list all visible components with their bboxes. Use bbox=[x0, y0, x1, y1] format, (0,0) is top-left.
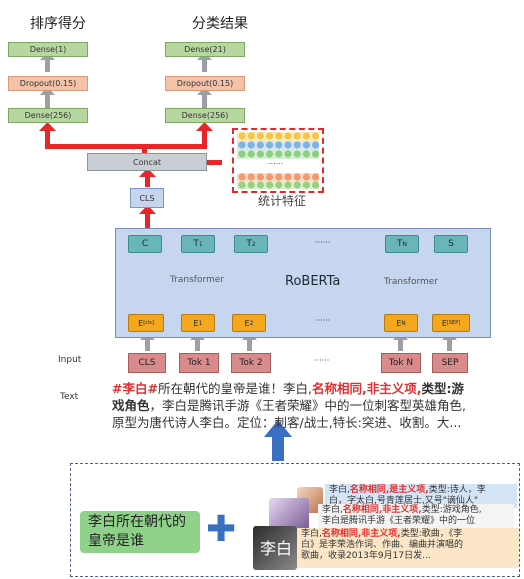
embedding-sep: E[SEP] bbox=[432, 314, 470, 332]
feature-dot bbox=[266, 173, 274, 181]
feature-dot bbox=[275, 181, 283, 189]
plus-icon: ✚ bbox=[206, 509, 237, 550]
input-token-n: Tok N bbox=[381, 353, 421, 373]
dropout-left-box: Dropout(0.15) bbox=[8, 76, 88, 91]
feature-dot bbox=[256, 181, 264, 189]
input-text-paragraph: #李白#所在朝代的皇帝是谁！李白,名称相同,非主义项,类型:游 戏角色，李白是腾… bbox=[112, 381, 466, 430]
dropout-right-box: Dropout(0.15) bbox=[165, 76, 245, 91]
classify-result-heading: 分类结果 bbox=[192, 16, 248, 32]
feature-dot bbox=[312, 181, 320, 189]
feature-dot bbox=[293, 132, 301, 140]
input-token-sep: SEP bbox=[432, 353, 468, 373]
input-ellipsis: ······ bbox=[314, 356, 330, 365]
embedding-cls: E[cls] bbox=[128, 314, 164, 332]
feature-dot bbox=[293, 173, 301, 181]
statistic-features-label: 统计特征 bbox=[258, 194, 307, 208]
feature-dot bbox=[302, 132, 310, 140]
query-box: 李白所在朝代的皇帝是谁 bbox=[80, 511, 200, 553]
input-token-1: Tok 1 bbox=[179, 353, 219, 373]
statistic-feature-dots bbox=[237, 132, 320, 189]
feature-dot bbox=[312, 150, 320, 158]
feature-dot bbox=[302, 181, 310, 189]
candidate-card-3: 李白,名称相同,非主义项,类型:歌曲，《李白》是李荣浩作词、作曲、编曲并演唱的歌… bbox=[297, 528, 519, 568]
feature-dot bbox=[275, 132, 283, 140]
feature-dot bbox=[256, 132, 264, 140]
dense-256-left-box: Dense(256) bbox=[8, 108, 88, 123]
feature-dot bbox=[266, 181, 274, 189]
feature-dot bbox=[266, 150, 274, 158]
feature-dot bbox=[266, 141, 274, 149]
dense-256-right-box: Dense(256) bbox=[165, 108, 245, 123]
statistic-ellipsis: ...... bbox=[268, 157, 284, 166]
feature-dot bbox=[284, 150, 292, 158]
feature-dot bbox=[247, 173, 255, 181]
feature-dot bbox=[312, 141, 320, 149]
embedding-ellipsis: ······ bbox=[315, 316, 331, 325]
dense-1-box: Dense(1) bbox=[8, 42, 88, 57]
feature-dot bbox=[247, 132, 255, 140]
transformer-right-label: Transformer bbox=[384, 277, 439, 287]
feature-dot bbox=[312, 173, 320, 181]
feature-dot bbox=[256, 150, 264, 158]
feature-dot bbox=[302, 141, 310, 149]
statistic-features-box: ...... bbox=[232, 128, 324, 193]
roberta-label: RoBERTa bbox=[285, 274, 341, 289]
output-token-s: S bbox=[434, 235, 468, 253]
feature-dot bbox=[275, 141, 283, 149]
feature-dot bbox=[284, 181, 292, 189]
feature-dot bbox=[247, 150, 255, 158]
text-label: Text bbox=[60, 392, 79, 402]
feature-dot bbox=[238, 181, 246, 189]
feature-dot bbox=[293, 181, 301, 189]
feature-dot bbox=[284, 173, 292, 181]
feature-dot bbox=[247, 181, 255, 189]
transformer-left-label: Transformer bbox=[170, 275, 225, 285]
feature-dot bbox=[312, 132, 320, 140]
feature-dot bbox=[256, 173, 264, 181]
feature-dot bbox=[238, 132, 246, 140]
roberta-block bbox=[115, 228, 491, 338]
dense-21-box: Dense(21) bbox=[165, 42, 245, 57]
input-label: Input bbox=[58, 355, 82, 365]
rank-score-heading: 排序得分 bbox=[30, 16, 86, 32]
feature-dot bbox=[238, 173, 246, 181]
card3-avatar: 李白 bbox=[253, 526, 297, 570]
concat-box: Concat bbox=[87, 153, 207, 171]
feature-dot bbox=[284, 132, 292, 140]
input-token-2: Tok 2 bbox=[231, 353, 271, 373]
feature-dot bbox=[238, 150, 246, 158]
output-ellipsis: ······ bbox=[315, 238, 331, 247]
cls-output-box: CLS bbox=[130, 188, 164, 208]
feature-dot bbox=[275, 173, 283, 181]
output-token-c: C bbox=[128, 235, 162, 253]
feature-dot bbox=[238, 141, 246, 149]
feature-dot bbox=[275, 150, 283, 158]
feature-dot bbox=[302, 173, 310, 181]
feature-dot bbox=[284, 141, 292, 149]
candidate-card-2: 李白,名称相同,非主义项,类型:游戏角色,李白是腾讯手游《王者荣耀》中的一位 bbox=[318, 504, 514, 528]
candidate-container bbox=[70, 463, 520, 577]
feature-dot bbox=[266, 132, 274, 140]
feature-dot bbox=[256, 141, 264, 149]
input-token-cls: CLS bbox=[128, 353, 166, 373]
album-cover-icon: 李白 bbox=[260, 539, 293, 558]
feature-dot bbox=[293, 150, 301, 158]
feature-dot bbox=[302, 150, 310, 158]
feature-dot bbox=[293, 141, 301, 149]
feature-dot bbox=[247, 141, 255, 149]
